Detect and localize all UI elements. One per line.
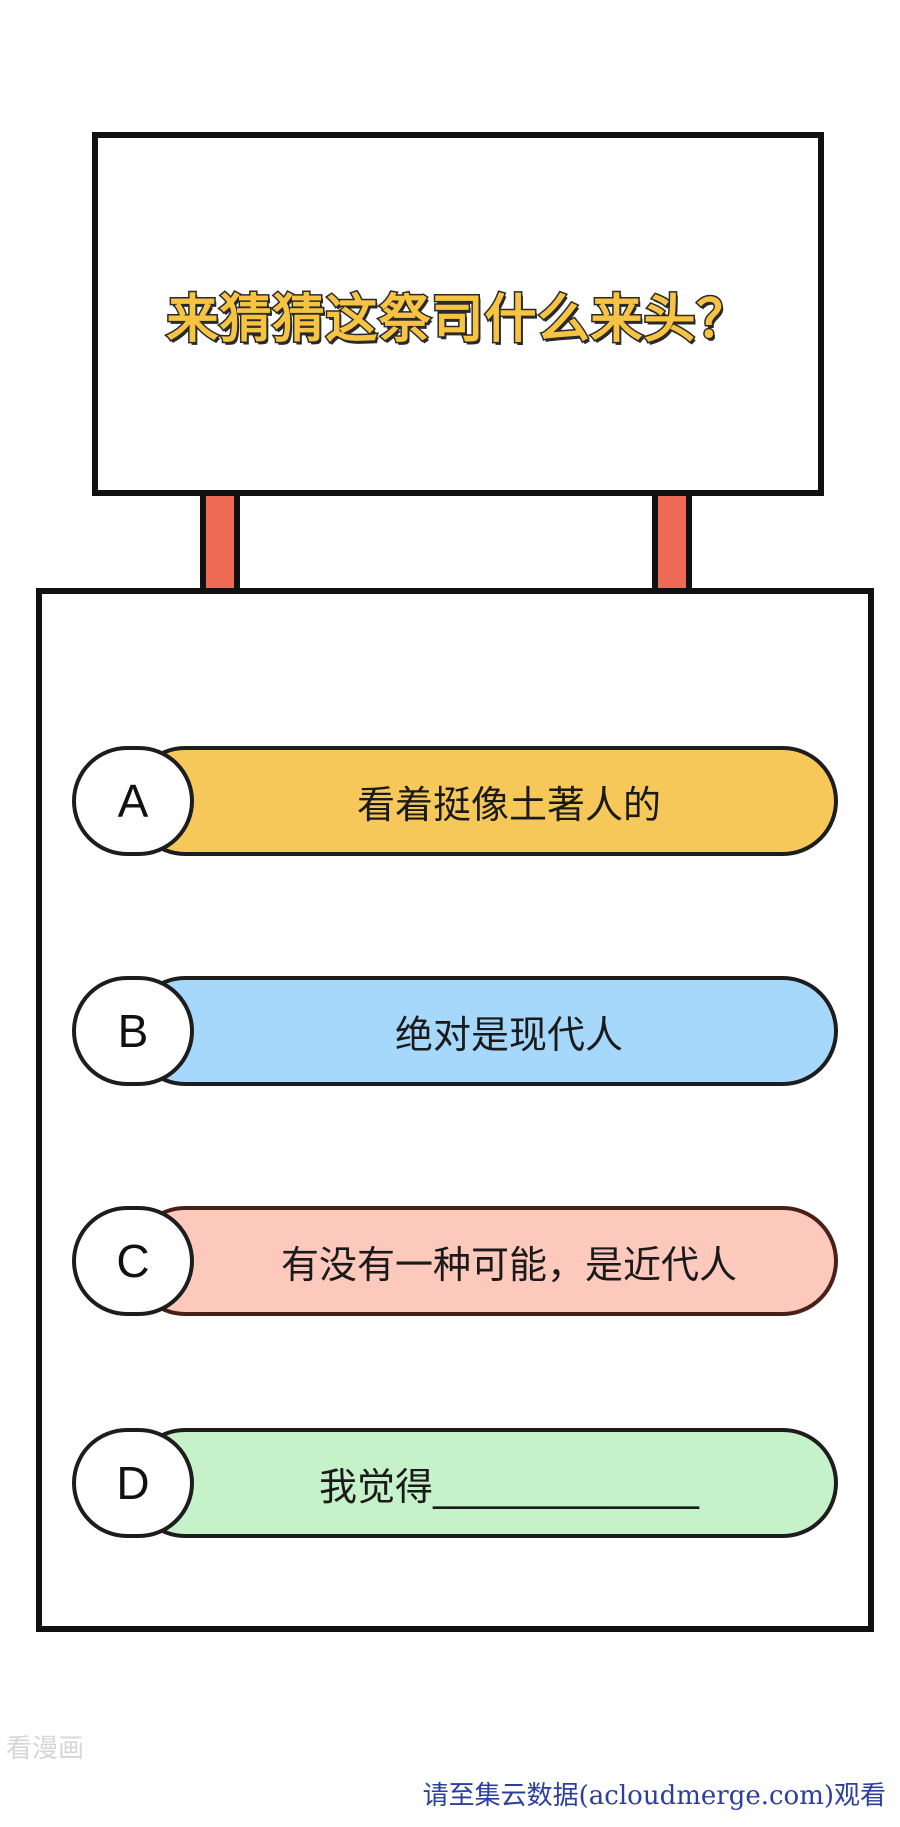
option-d-pill[interactable]: 我觉得______________ <box>130 1428 838 1538</box>
option-b[interactable]: 绝对是现代人 B <box>72 976 838 1086</box>
watermark-kanmanhua: 看漫画 <box>6 1734 85 1764</box>
option-c-letter: C <box>72 1206 194 1316</box>
option-b-letter: B <box>72 976 194 1086</box>
option-a[interactable]: 看着挺像土著人的 A <box>72 746 838 856</box>
watermark-source: 请至集云数据(acloudmerge.com)观看 <box>422 1781 886 1811</box>
sign-post-left <box>200 496 240 592</box>
option-a-pill[interactable]: 看着挺像土著人的 <box>130 746 838 856</box>
option-a-text: 看着挺像土著人的 <box>356 782 661 827</box>
sign-post-right <box>652 496 692 592</box>
option-a-letter: A <box>72 746 194 856</box>
option-c-text: 有没有一种可能，是近代人 <box>280 1242 737 1287</box>
question-sign: 来猜猜这祭司什么来头？ <box>92 132 824 496</box>
option-d-text: 我觉得______________ <box>318 1464 699 1509</box>
question-text: 来猜猜这祭司什么来头？ <box>165 288 750 351</box>
option-b-pill[interactable]: 绝对是现代人 <box>130 976 838 1086</box>
option-b-text: 绝对是现代人 <box>394 1012 623 1057</box>
option-d-letter: D <box>72 1428 194 1538</box>
option-c[interactable]: 有没有一种可能，是近代人 C <box>72 1206 838 1316</box>
option-c-pill[interactable]: 有没有一种可能，是近代人 <box>130 1206 838 1316</box>
option-d[interactable]: 我觉得______________ D <box>72 1428 838 1538</box>
